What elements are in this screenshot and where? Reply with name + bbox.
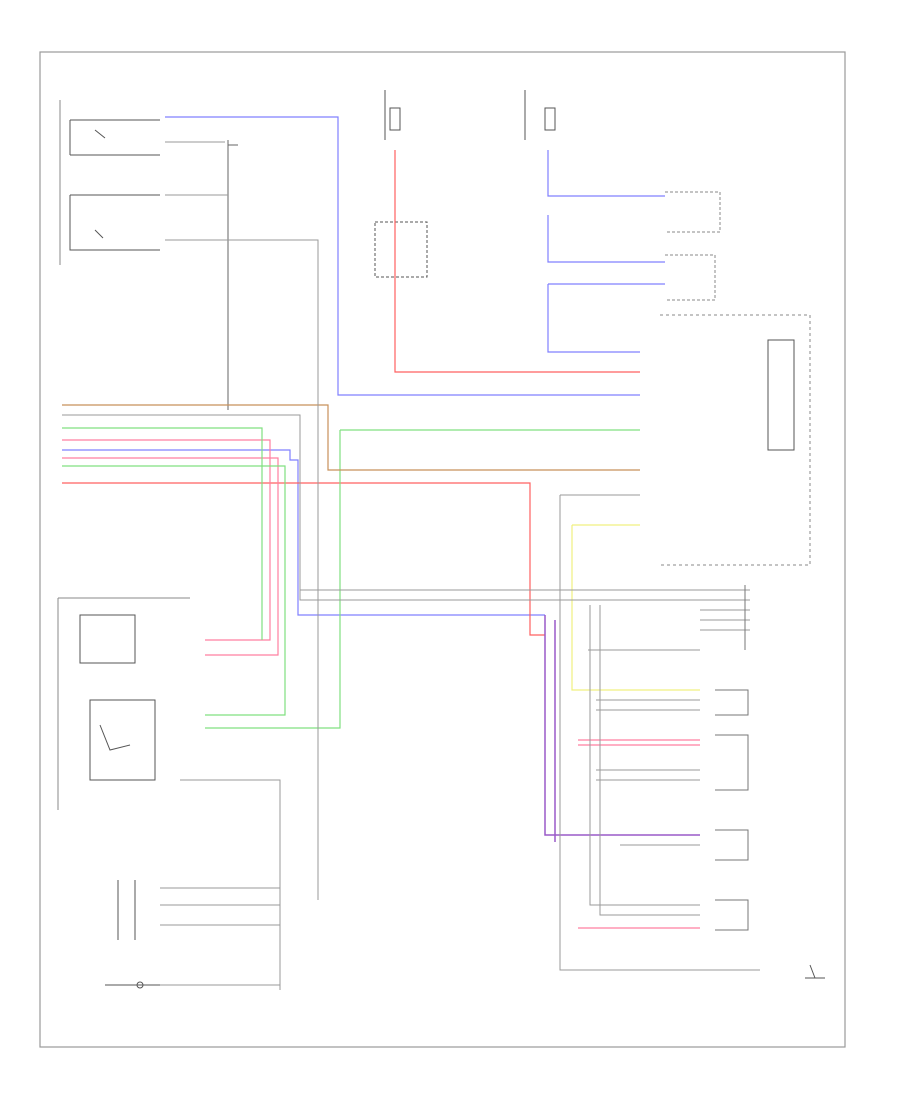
right-component-brackets: [715, 585, 749, 931]
buckle-switch-left: [89, 699, 156, 781]
brown-wires: [62, 404, 640, 471]
left-pretensioner: [105, 981, 160, 989]
green-wires: [62, 427, 640, 729]
relay-box: [374, 221, 428, 278]
red-wires: [62, 150, 640, 636]
fuse-top-left: [384, 90, 401, 140]
occupant-sensor: [69, 119, 160, 156]
airbag-module: [660, 314, 811, 566]
gray-wires: [62, 141, 760, 990]
right-side-connectors: [665, 191, 721, 301]
front-connector: [117, 880, 136, 940]
blue-wires: [62, 116, 665, 616]
diagram-frame: [39, 51, 846, 1048]
seat-position-sensor: [79, 614, 136, 664]
ground-symbol: [805, 964, 825, 979]
yellow-wires: [571, 524, 700, 691]
srs-unit: [227, 140, 238, 410]
pink-wires: [62, 439, 700, 929]
fuse-top-right: [524, 90, 556, 140]
buckle-switch-right: [69, 194, 160, 251]
violet-wires: [544, 615, 700, 842]
